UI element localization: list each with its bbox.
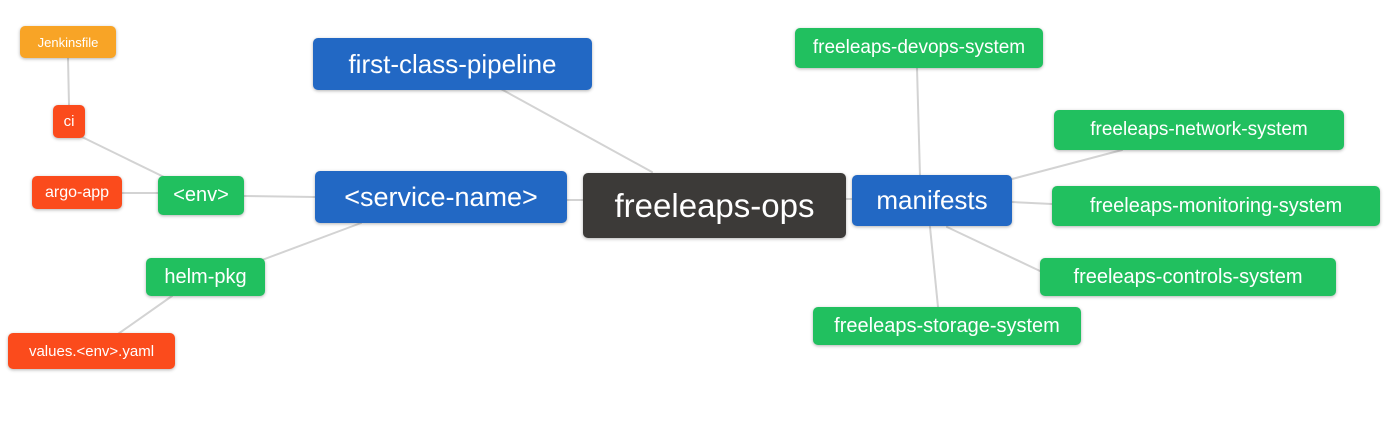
edge-env-service-name bbox=[243, 195, 316, 198]
node-first-class-pipeline[interactable]: first-class-pipeline bbox=[313, 38, 592, 90]
node-manifests[interactable]: manifests bbox=[852, 175, 1012, 226]
node-freeleaps-controls-system[interactable]: freeleaps-controls-system bbox=[1040, 258, 1336, 296]
edge-helm-pkg-values bbox=[117, 295, 173, 335]
node-argo-app[interactable]: argo-app bbox=[32, 176, 122, 209]
node-freeleaps-devops-system[interactable]: freeleaps-devops-system bbox=[795, 28, 1043, 68]
node-env[interactable]: <env> bbox=[158, 176, 244, 215]
node-service-name[interactable]: <service-name> bbox=[315, 171, 567, 223]
edge-manifests-monitoring-system bbox=[1011, 201, 1053, 205]
node-jenkinsfile[interactable]: Jenkinsfile bbox=[20, 26, 116, 58]
edge-jenkinsfile-ci bbox=[67, 57, 70, 106]
node-freeleaps-ops[interactable]: freeleaps-ops bbox=[583, 173, 846, 238]
edge-service-name-helm-pkg bbox=[261, 222, 362, 261]
node-helm-pkg[interactable]: helm-pkg bbox=[146, 258, 265, 296]
node-freeleaps-network-system[interactable]: freeleaps-network-system bbox=[1054, 110, 1344, 150]
node-ci[interactable]: ci bbox=[53, 105, 85, 138]
edge-first-class-pipeline-ops bbox=[500, 88, 653, 173]
edge-manifests-controls-system bbox=[946, 226, 1041, 272]
node-freeleaps-monitoring-system[interactable]: freeleaps-monitoring-system bbox=[1052, 186, 1380, 226]
node-values-env-yaml[interactable]: values.<env>.yaml bbox=[8, 333, 175, 369]
edge-manifests-network-system bbox=[1011, 149, 1123, 180]
edge-manifests-storage-system bbox=[929, 226, 939, 308]
edge-manifests-devops-system bbox=[916, 67, 921, 177]
node-freeleaps-storage-system[interactable]: freeleaps-storage-system bbox=[813, 307, 1081, 345]
edge-ci-env bbox=[81, 136, 165, 178]
